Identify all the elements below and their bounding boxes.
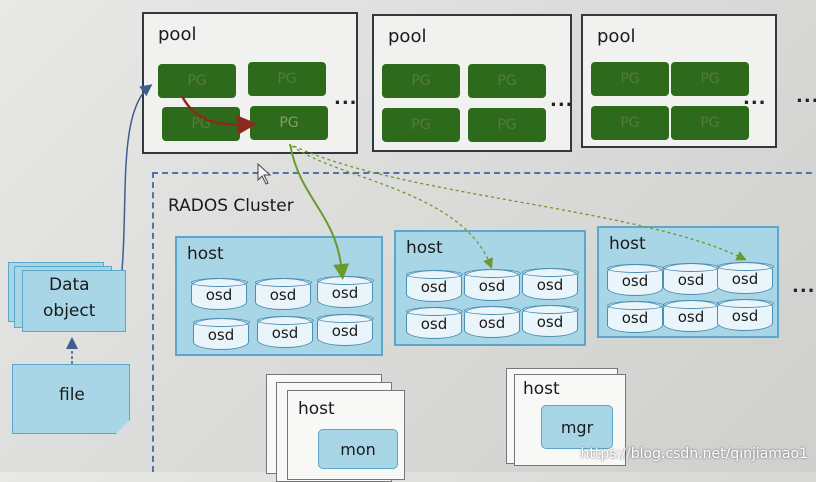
- mgr-host-label: host: [523, 379, 560, 399]
- pg: PG: [671, 106, 749, 140]
- file-document: file: [12, 364, 130, 434]
- data-object-line1: Data: [49, 275, 90, 295]
- hosts-more-dots: ...: [792, 276, 816, 297]
- osd-disk: osd: [256, 315, 314, 348]
- data-object-line2: object: [43, 301, 96, 321]
- pg-highlighted: PG: [250, 106, 328, 140]
- pool-title: pool: [597, 26, 636, 47]
- mouse-cursor-icon: [257, 162, 272, 185]
- mon-host-label: host: [298, 399, 335, 419]
- osd-disk: osd: [662, 299, 720, 332]
- pool-1: pool PG PG PG PG ...: [142, 12, 358, 154]
- host-1: host osd osd osd osd osd osd: [175, 236, 383, 356]
- host-label: host: [406, 238, 443, 258]
- osd-disk: osd: [716, 261, 774, 294]
- pg: PG: [468, 108, 546, 142]
- pool-title: pool: [158, 24, 197, 45]
- watermark: https://blog.csdn.net/qinjiamao1: [580, 446, 808, 462]
- pg-mapping-arrow: [180, 95, 257, 136]
- osd-disk: osd: [521, 267, 579, 300]
- pg: PG: [591, 62, 669, 96]
- pg-to-osd-primary-arrow: [289, 143, 350, 280]
- host-label: host: [187, 244, 224, 264]
- osd-disk: osd: [405, 306, 463, 339]
- pool-more-dots: ...: [550, 90, 574, 111]
- mapping-arrows: [66, 84, 747, 364]
- osd-disk: osd: [254, 277, 312, 310]
- data-object: Data object: [22, 270, 126, 332]
- pg: PG: [248, 62, 326, 96]
- osd-disk: osd: [716, 298, 774, 331]
- osd-disk: osd: [192, 317, 250, 350]
- osd-disk: osd: [463, 305, 521, 338]
- pg: PG: [382, 108, 460, 142]
- pool-more-dots: ...: [334, 88, 358, 109]
- pool-2: pool PG PG PG PG ...: [372, 14, 574, 152]
- mgr-host: host mgr: [514, 374, 626, 466]
- pg: PG: [468, 64, 546, 98]
- host-3: host osd osd osd osd osd osd: [597, 226, 779, 338]
- osd-disk: osd: [606, 300, 664, 333]
- osd-disk: osd: [606, 263, 664, 296]
- osd-disk: osd: [405, 269, 463, 302]
- osd-disk: osd: [316, 313, 374, 346]
- host-2: host osd osd osd osd osd osd: [394, 230, 586, 346]
- mon-host: host mon: [287, 390, 405, 480]
- pg: PG: [382, 64, 460, 98]
- pg-to-osd-replica-arrow: [293, 145, 747, 261]
- pool-title: pool: [388, 26, 427, 47]
- host-label: host: [609, 234, 646, 254]
- osd-disk: osd: [521, 304, 579, 337]
- file-label: file: [59, 385, 85, 405]
- object-to-pool-arrow: [121, 84, 153, 271]
- cluster-title: RADOS Cluster: [168, 196, 294, 216]
- mon-service: mon: [318, 429, 398, 469]
- rados-cluster: [152, 172, 816, 472]
- mgr-service: mgr: [541, 405, 613, 449]
- pg-to-osd-replica-arrow: [291, 145, 493, 269]
- osd-disk: osd: [662, 262, 720, 295]
- osd-disk: osd: [190, 277, 248, 310]
- pg: PG: [158, 64, 236, 98]
- pg: PG: [671, 62, 749, 96]
- osd-disk: osd: [463, 268, 521, 301]
- pool-more-dots: ...: [743, 88, 767, 109]
- pools-more-dots: ...: [796, 86, 816, 107]
- pg: PG: [591, 106, 669, 140]
- pool-3: pool PG PG PG PG ...: [581, 14, 777, 148]
